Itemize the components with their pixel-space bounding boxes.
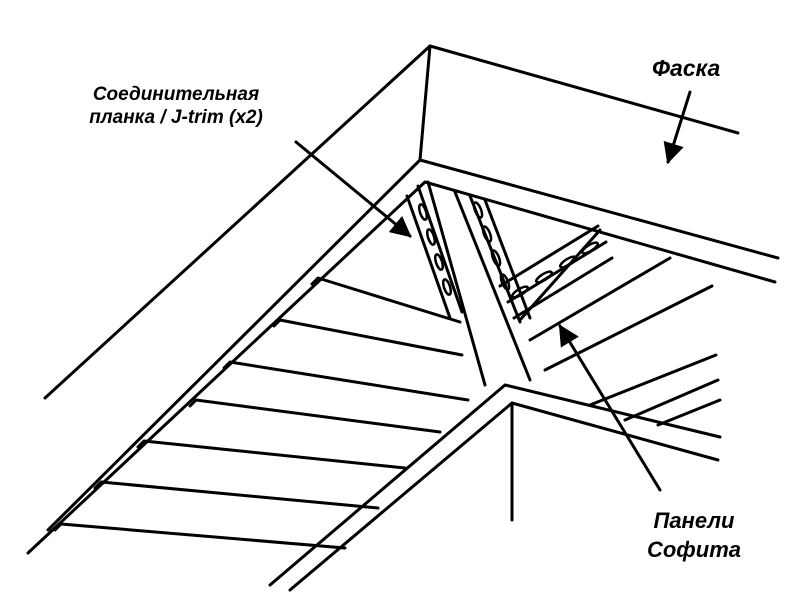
j-trim-right-slots — [510, 241, 600, 299]
callout-arrows — [294, 90, 692, 492]
soffit-arrow — [558, 324, 662, 492]
j-trim-right — [498, 224, 614, 320]
j-trim-left-slots — [417, 203, 453, 296]
fascia-arrow — [663, 90, 692, 165]
j-trim-arrow — [294, 140, 412, 238]
j-trim-label: Соединительная планка / J-trim (x2) — [70, 84, 282, 130]
j-trim-center — [453, 190, 532, 382]
fascia-label: Фаска — [652, 55, 721, 81]
j-trim-left — [405, 180, 487, 387]
fascia-board — [26, 44, 780, 555]
wall-corner — [268, 383, 722, 592]
soffit-panels-label: Панели Софита — [624, 507, 764, 564]
j-trim-label-line1: Соединительная — [92, 84, 260, 105]
j-trim-label-line2: планка / J-trim (x2) — [89, 106, 263, 128]
soffit-panels-left — [53, 276, 470, 550]
soffit-panels-label-line1: Панели — [653, 508, 735, 533]
soffit-panels-label-line2: Софита — [646, 536, 742, 562]
